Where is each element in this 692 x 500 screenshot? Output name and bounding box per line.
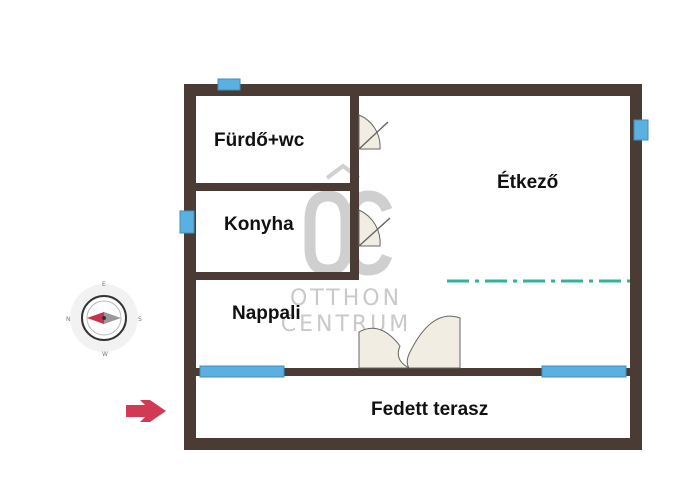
door-bath xyxy=(358,114,389,150)
watermark-o-shape xyxy=(304,190,352,276)
room-label-terrace: Fedett terasz xyxy=(371,399,488,420)
door-terrace-double xyxy=(358,315,461,369)
watermark-line1: OTTHON xyxy=(290,286,402,311)
room-label-living: Nappali xyxy=(232,303,301,324)
compass-icon: N E S W xyxy=(66,281,142,358)
door-kitchen xyxy=(358,209,391,247)
wall-kitchen-bottom xyxy=(196,272,359,280)
wall-terrace xyxy=(196,368,630,376)
entrance-arrow-icon xyxy=(126,400,166,422)
wall-bath-right xyxy=(350,96,359,278)
room-label-bath: Fürdő+wc xyxy=(214,130,305,151)
window-top xyxy=(217,78,241,91)
compass-letter-west: W xyxy=(102,351,108,358)
compass-letter-east: E xyxy=(102,281,106,288)
window-right xyxy=(633,119,649,141)
compass-letter-north: N xyxy=(66,316,71,323)
window-left xyxy=(179,210,195,234)
room-label-kitchen: Konyha xyxy=(224,214,294,235)
room-label-dining: Étkező xyxy=(497,171,558,193)
window-terrace-left xyxy=(199,365,285,378)
window-terrace-right xyxy=(541,365,627,378)
compass-letter-south: S xyxy=(138,316,142,323)
outer-wall xyxy=(184,84,642,450)
wall-bath-kitchen xyxy=(196,183,354,191)
